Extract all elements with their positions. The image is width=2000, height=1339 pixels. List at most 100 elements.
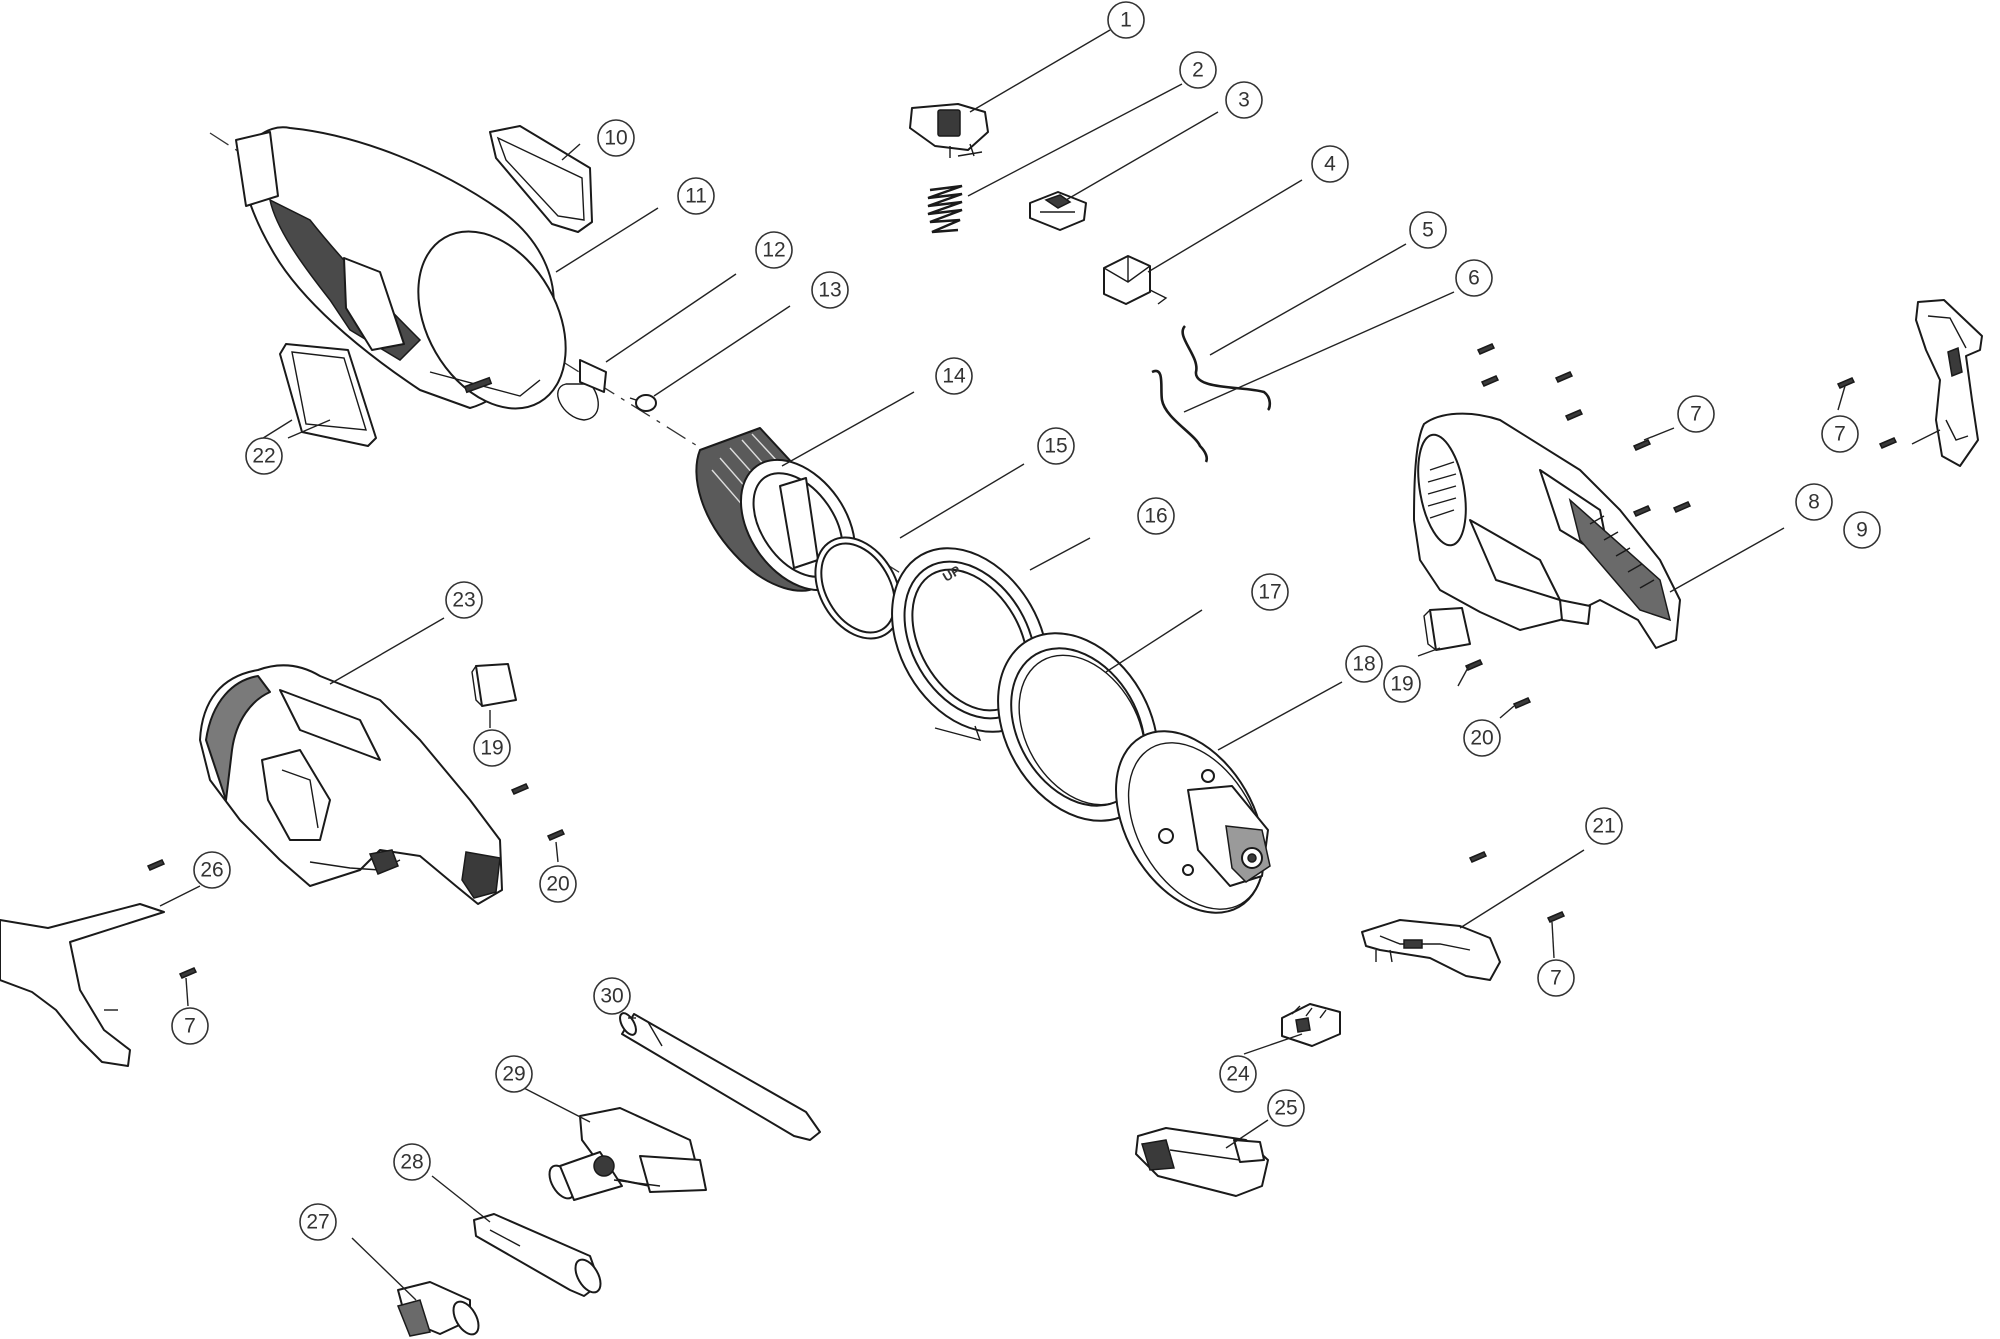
svg-text:13: 13 [818,279,841,302]
svg-text:4: 4 [1324,153,1336,176]
svg-text:3: 3 [1238,89,1250,112]
svg-text:17: 17 [1258,581,1281,604]
part-micro-switch [1103,255,1168,305]
part-terminal [1281,1003,1341,1047]
svg-text:9: 9 [1856,519,1868,542]
svg-text:20: 20 [546,873,569,896]
svg-text:26: 26 [200,859,223,882]
svg-text:22: 22 [252,445,275,468]
callout-7a: 7 [1677,395,1715,433]
callout-8: 8 [1795,483,1833,521]
part-block-left [471,663,517,707]
svg-text:8: 8 [1808,491,1820,514]
svg-text:1: 1 [1120,9,1132,32]
callout-7d: 7 [171,1007,209,1045]
callout-20-right: 20 [1463,719,1501,757]
part-o-ring [814,536,902,640]
svg-text:27: 27 [306,1211,329,1234]
callout-7b: 7 [1821,415,1859,453]
part-battery-cover [1135,1127,1269,1197]
part-pin [629,394,657,412]
callout-11: 11 [677,177,715,215]
callout-15: 15 [1037,427,1075,465]
callout-17: 17 [1251,573,1289,611]
callout-22: 22 [245,437,283,475]
callout-7c: 7 [1537,959,1575,997]
svg-text:19: 19 [480,737,503,760]
leader-lines [159,29,1941,1301]
svg-text:7: 7 [1690,403,1702,426]
part-wire-5 [1181,325,1272,411]
part-crevice-tool [473,1213,602,1297]
callout-4: 4 [1311,145,1349,183]
svg-text:18: 18 [1352,653,1375,676]
svg-text:5: 5 [1422,219,1434,242]
callout-9: 9 [1843,511,1881,549]
svg-text:21: 21 [1592,815,1615,838]
callout-6: 6 [1455,259,1493,297]
svg-text:7: 7 [1834,423,1846,446]
part-window-cover [489,125,593,233]
part-switch-bracket [1361,919,1501,981]
callout-28: 28 [393,1143,431,1181]
svg-text:28: 28 [400,1151,423,1174]
callout-24: 24 [1219,1055,1257,1093]
svg-text:30: 30 [600,985,623,1008]
callout-3: 3 [1225,81,1263,119]
callout-30: 30 [593,977,631,1015]
svg-text:14: 14 [942,365,966,388]
part-dust-cup [235,126,567,410]
callout-13: 13 [811,271,849,309]
callout-21: 21 [1585,807,1623,845]
svg-text:12: 12 [762,239,785,262]
part-motor [1115,730,1271,914]
part-cover-plate [0,903,165,1067]
part-floor-brush [548,1107,707,1201]
svg-text:19: 19 [1390,673,1413,696]
svg-text:2: 2 [1192,59,1204,82]
callout-19-right: 19 [1383,665,1421,703]
callout-1: 1 [1107,1,1145,39]
svg-text:6: 6 [1468,267,1480,290]
callouts: 1 2 3 4 5 6 7 7 7 7 8 9 10 11 12 13 14 1… [171,1,1881,1241]
svg-text:23: 23 [452,589,475,612]
callout-16: 16 [1137,497,1175,535]
part-spring [927,184,963,234]
svg-text:7: 7 [184,1015,196,1038]
callout-14: 14 [935,357,973,395]
callout-26: 26 [193,851,231,889]
svg-text:10: 10 [604,127,627,150]
part-dusting-brush [396,1281,480,1337]
part-pad [279,343,377,447]
svg-text:15: 15 [1044,435,1067,458]
svg-text:24: 24 [1226,1063,1250,1086]
part-housing-right [1413,412,1681,649]
svg-text:16: 16 [1144,505,1167,528]
part-housing-left [199,664,503,905]
callout-20-left: 20 [539,865,577,903]
part-seal-disc [557,359,607,421]
callout-5: 5 [1409,211,1447,249]
svg-text:11: 11 [685,185,707,208]
svg-text:29: 29 [502,1063,525,1086]
callout-19-left: 19 [473,729,511,767]
callout-25: 25 [1267,1089,1305,1127]
part-slider [1029,191,1087,231]
part-handle-cover [1915,299,1983,467]
screws [146,343,1898,979]
part-latch-button [909,103,989,158]
callout-12: 12 [755,231,793,269]
svg-text:25: 25 [1274,1097,1297,1120]
callout-2: 2 [1179,51,1217,89]
part-extension-tube [619,1012,821,1141]
callout-29: 29 [495,1055,533,1093]
svg-text:20: 20 [1470,727,1493,750]
callout-27: 27 [299,1203,337,1241]
callout-23: 23 [445,581,483,619]
callout-18: 18 [1345,645,1383,683]
part-block-right [1423,607,1471,651]
callout-10: 10 [597,119,635,157]
part-wire-6 [1151,369,1209,463]
svg-text:7: 7 [1550,967,1562,990]
